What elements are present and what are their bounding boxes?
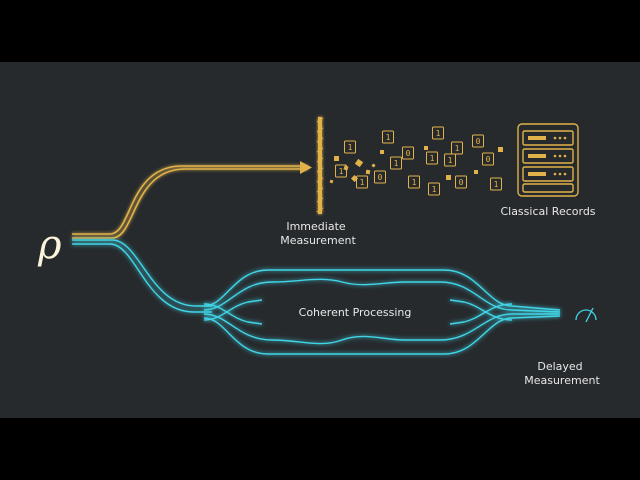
immediate-measurement-label-line2: Measurement [280,234,356,247]
bit-value: 0 [406,149,411,158]
bit-box [356,175,368,189]
coherent-processing-label: Coherent Processing [299,306,412,319]
bit-box [382,130,394,144]
bit-fragment [371,163,376,168]
bit-box [428,182,440,196]
bit-value: 1 [386,133,391,142]
classical-path [72,165,308,239]
server-rack-icon [517,123,579,197]
bit-value: 1 [412,178,417,187]
bit-box [390,156,402,170]
bit-fragment [350,174,359,183]
bit-value: 1 [394,159,399,168]
bit-box [374,170,386,184]
meter-gauge-icon [575,307,597,323]
bit-box [408,175,420,189]
bit-box [335,164,347,178]
classical-records-label: Classical Records [500,205,595,218]
bit-fragment [365,169,371,175]
bit-value: 1 [348,143,353,152]
bit-fragment [474,170,478,174]
bit-box [490,177,502,191]
classical-arrowhead-icon [300,161,312,174]
delayed-measurement-label-line1: Delayed [537,360,582,373]
bit-fragment [498,147,503,152]
bit-value: 1 [455,144,460,153]
quantum-path [72,239,561,355]
bit-box [426,151,438,165]
bit-value: 1 [448,156,453,165]
bit-value: 1 [494,180,499,189]
bit-box [402,146,414,160]
immediate-measurement-wall [316,117,324,214]
bit-fragment [354,158,364,168]
bit-value: 0 [459,178,464,187]
immediate-measurement-label-line1: Immediate [286,220,346,233]
bit-box [432,126,444,140]
bit-value: 1 [436,129,441,138]
bit-box [455,175,467,189]
bit-fragment [329,179,334,184]
bit-box [472,134,484,148]
bit-fragment [446,175,451,180]
bit-fragment [343,165,349,171]
bit-value: 0 [476,137,481,146]
bit-box [451,141,463,155]
bit-box [344,140,356,154]
bit-box [482,152,494,166]
bit-value: 0 [486,155,491,164]
bit-value: 1 [430,154,435,163]
bit-fragment [380,150,384,154]
bit-fragment [334,156,339,161]
bit-value: 1 [432,185,437,194]
density-matrix-symbol: ρ [37,222,62,268]
bit-value: 0 [378,173,383,182]
delayed-measurement-label-line2: Measurement [524,374,600,387]
bit-box [444,153,456,167]
bit-value: 1 [339,167,344,176]
bit-value: 1 [360,178,365,187]
bit-fragment [424,146,428,150]
